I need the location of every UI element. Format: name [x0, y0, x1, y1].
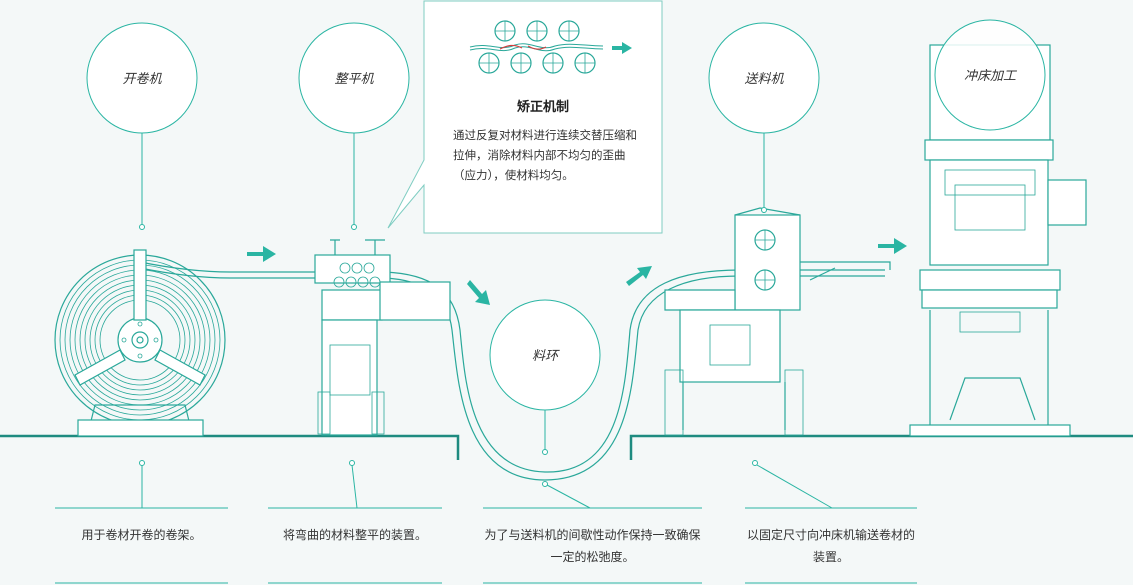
arrow-right-icon — [247, 246, 276, 262]
bubble-label-uncoiler: 开卷机 — [122, 72, 162, 87]
bubble-leveler: 整平机 — [298, 22, 410, 230]
bubble-label-press: 冲床加工 — [964, 69, 1018, 84]
uncoiler-machine — [54, 249, 226, 437]
bubble-loop: 料环 — [489, 299, 601, 455]
leveler-machine — [314, 239, 451, 436]
callout-frame — [387, 0, 663, 234]
arrow-right-icon — [878, 238, 907, 254]
bubble-press: 冲床加工 — [934, 19, 1046, 131]
feeder-machine — [664, 207, 891, 436]
caption-leveler: 将弯曲的材料整平的装置。 — [282, 528, 427, 542]
arrow-down-right-icon — [467, 280, 490, 305]
caption-connectors — [139, 460, 833, 509]
ground — [0, 434, 1133, 460]
bubble-label-loop: 料环 — [532, 349, 560, 364]
arrow-up-right-icon — [626, 266, 652, 286]
caption-feeder: 以固定尺寸向冲床机输送卷材的装置。 — [746, 528, 915, 564]
callout-body: 通过反复对材料进行连续交替压缩和拉伸，消除材料内部不均匀的歪曲（应力），使材料均… — [453, 128, 637, 182]
callout-straightening: 矫正机制 通过反复对材料进行连续交替压缩和拉伸，消除材料内部不均匀的歪曲（应力）… — [423, 0, 663, 234]
bubble-feeder: 送料机 — [708, 22, 820, 213]
bubble-label-feeder: 送料机 — [744, 72, 784, 87]
caption-uncoiler: 用于卷材开卷的卷架。 — [81, 528, 202, 542]
bubble-uncoiler: 开卷机 — [86, 22, 198, 230]
caption-rules — [55, 507, 917, 584]
callout-title: 矫正机制 — [516, 100, 569, 115]
bubble-label-leveler: 整平机 — [334, 72, 374, 87]
caption-loop: 为了与送料机的间歇性动作保持一致确保一定的松弛度。 — [484, 528, 701, 564]
arrow-right-icon — [612, 42, 632, 54]
flow-arrows — [247, 238, 907, 305]
